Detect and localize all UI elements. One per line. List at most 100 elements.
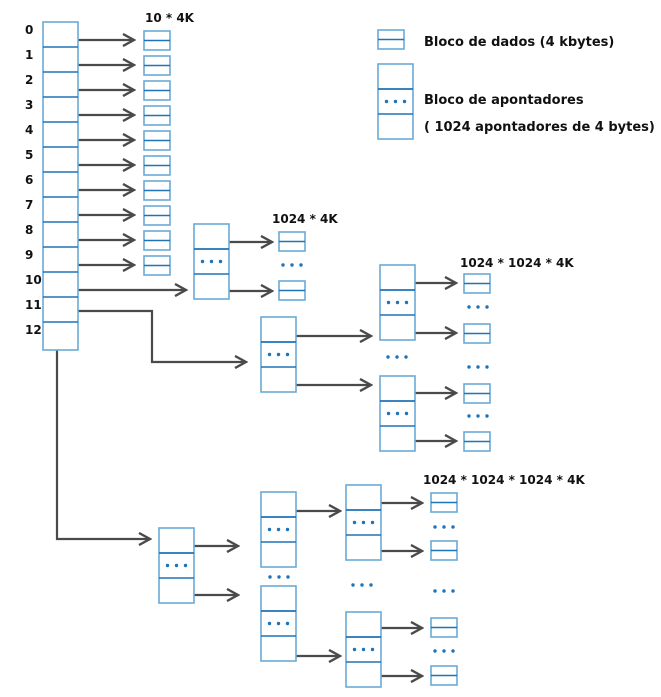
ellipsis-dot — [218, 259, 223, 264]
ellipsis-dot — [285, 352, 290, 357]
direct-data-block — [143, 130, 171, 151]
double-indirect-size-label: 1024 * 1024 * 4K — [460, 256, 574, 270]
ellipsis-dot — [442, 589, 446, 593]
ellipsis-dot — [370, 647, 375, 652]
legend-pointer-block-label: Bloco de apontadores — [424, 93, 584, 108]
inode-table — [42, 21, 79, 351]
ellipsis-dot — [285, 621, 290, 626]
direct-data-block — [143, 180, 171, 201]
ellipsis-dot — [433, 525, 437, 529]
double-indirect-arrow — [61, 309, 246, 362]
inode-entry-label: 11 — [25, 298, 42, 312]
single-indirect-data-block — [278, 231, 306, 252]
ellipsis-dot — [476, 365, 480, 369]
triple-indirect-l3-ellipsis — [351, 583, 373, 587]
triple-indirect-l2-block — [260, 491, 297, 568]
pointer-block-ellipsis — [384, 99, 407, 104]
direct-data-block — [143, 30, 171, 51]
ellipsis-dot — [209, 259, 214, 264]
ellipsis-dot — [395, 355, 399, 359]
triple-indirect-data-ellipsis — [433, 649, 455, 653]
triple-indirect-l2-ellipsis — [268, 575, 290, 579]
direct-data-block — [143, 55, 171, 76]
triple-indirect-data-block — [430, 617, 458, 638]
double-indirect-l2-ellipsis — [386, 355, 408, 359]
ellipsis-dot — [467, 305, 471, 309]
ellipsis-dot — [433, 649, 437, 653]
pointer-block-ellipsis — [267, 621, 290, 626]
inode-entry-label: 8 — [25, 223, 33, 237]
inode-entry-label: 0 — [25, 23, 33, 37]
ellipsis-dot — [276, 352, 281, 357]
ellipsis-dot — [299, 263, 303, 267]
pointer-block-ellipsis — [352, 647, 375, 652]
legend-data-block-label: Bloco de dados (4 kbytes) — [424, 35, 614, 50]
inode-entry-label: 3 — [25, 98, 33, 112]
ellipsis-dot — [351, 583, 355, 587]
ellipsis-dot — [352, 647, 357, 652]
ellipsis-dot — [361, 520, 366, 525]
ellipsis-dot — [352, 520, 357, 525]
direct-size-label: 10 * 4K — [145, 11, 195, 25]
ellipsis-dot — [370, 520, 375, 525]
ellipsis-dot — [286, 575, 290, 579]
triple-indirect-data-block — [430, 540, 458, 561]
ellipsis-dot — [442, 525, 446, 529]
ellipsis-dot — [386, 300, 391, 305]
pointer-block-ellipsis — [267, 527, 290, 532]
ellipsis-dot — [386, 355, 390, 359]
inode-entry-label: 6 — [25, 173, 33, 187]
inode-entry-label: 9 — [25, 248, 33, 262]
ellipsis-dot — [476, 414, 480, 418]
ellipsis-dot — [165, 563, 170, 568]
pointer-block-ellipsis — [165, 563, 188, 568]
ellipsis-dot — [174, 563, 179, 568]
single-indirect-data-block — [278, 280, 306, 301]
ellipsis-dot — [485, 414, 489, 418]
ellipsis-dot — [386, 411, 391, 416]
ellipsis-dot — [404, 411, 409, 416]
inode-entry-label: 5 — [25, 148, 33, 162]
ellipsis-dot — [404, 300, 409, 305]
ellipsis-dot — [476, 305, 480, 309]
ellipsis-dot — [267, 352, 272, 357]
inode-entry-label: 2 — [25, 73, 33, 87]
double-indirect-data-ellipsis — [467, 365, 489, 369]
pointer-block-frame — [379, 375, 416, 452]
direct-data-block — [143, 155, 171, 176]
ellipsis-dot — [200, 259, 205, 264]
inode-entry-label: 7 — [25, 198, 33, 212]
triple-indirect-data-ellipsis — [433, 525, 455, 529]
text-layer: 10 * 4K 1024 * 4K 1024 * 1024 * 4K 1024 … — [145, 11, 655, 487]
ellipsis-dot — [277, 575, 281, 579]
triple-indirect-data-ellipsis — [433, 589, 455, 593]
triple-indirect-data-block — [430, 492, 458, 513]
double-indirect-data-block — [463, 273, 491, 294]
ellipsis-dot — [442, 649, 446, 653]
legend-data-block-icon — [377, 29, 405, 50]
ellipsis-dot — [395, 411, 400, 416]
pointer-block-ellipsis — [386, 300, 409, 305]
ellipsis-dot — [268, 575, 272, 579]
ellipsis-dot — [384, 99, 389, 104]
ellipsis-dot — [451, 589, 455, 593]
ellipsis-dot — [485, 305, 489, 309]
inode-entry-label: 4 — [25, 123, 33, 137]
ellipsis-dot — [433, 589, 437, 593]
pointer-block-ellipsis — [267, 352, 290, 357]
legend-pointer-block-sublabel: ( 1024 apontadores de 4 bytes) — [424, 120, 655, 135]
direct-data-block — [143, 255, 171, 276]
single-indirect-size-label: 1024 * 4K — [272, 212, 338, 226]
ellipsis-dot — [267, 527, 272, 532]
inode-entry-label: 12 — [25, 323, 42, 337]
inode-entry-label: 10 — [25, 273, 42, 287]
ellipsis-dot — [393, 99, 398, 104]
ellipsis-dot — [467, 414, 471, 418]
double-indirect-l2-block — [379, 375, 416, 452]
ellipsis-dot — [485, 365, 489, 369]
double-indirect-data-block — [463, 431, 491, 452]
ellipsis-dot — [467, 365, 471, 369]
inode-entry-label: 1 — [25, 48, 33, 62]
double-indirect-data-block — [463, 383, 491, 404]
